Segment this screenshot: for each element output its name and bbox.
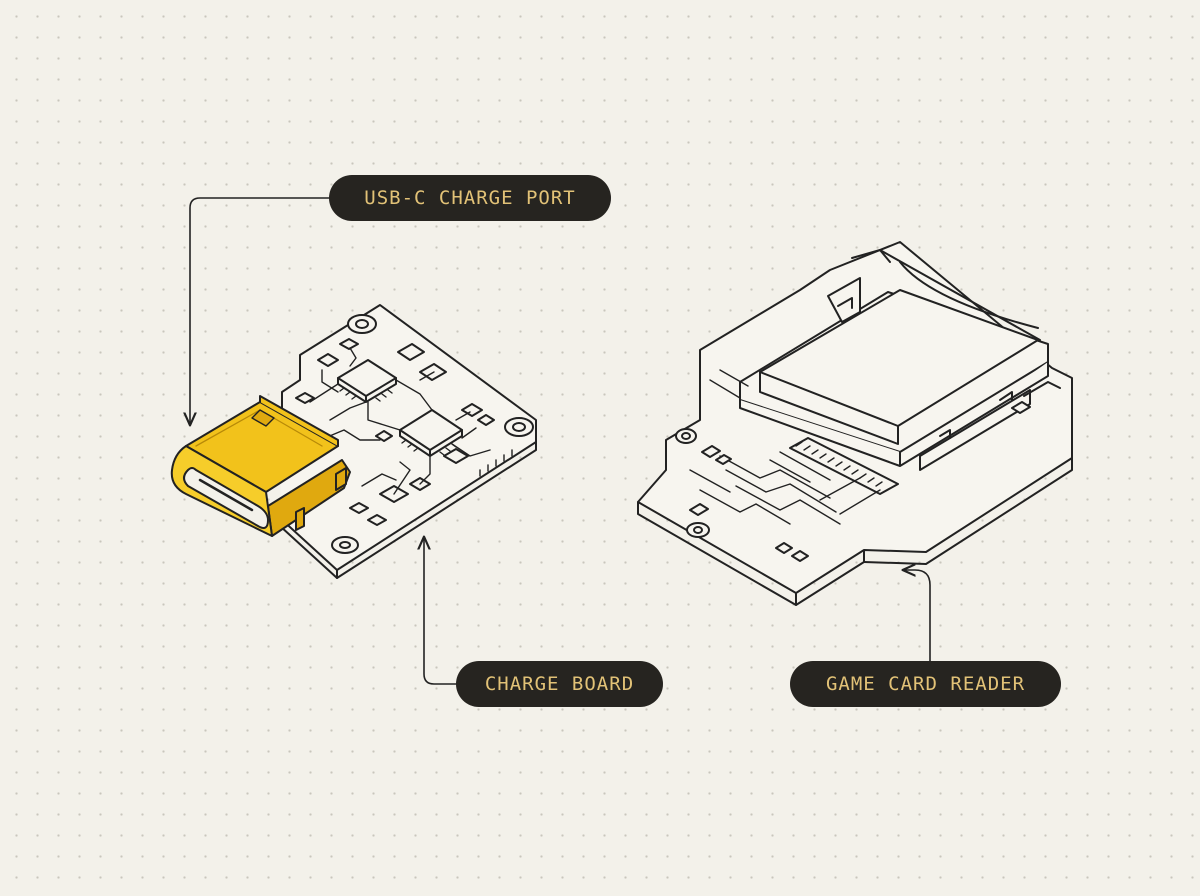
leader-charge-board [424, 538, 457, 685]
usb-c-port [170, 395, 351, 537]
charge-board-label: CHARGE BOARD [456, 661, 663, 707]
leader-usb-port [190, 197, 330, 424]
usb-c-charge-port-label: USB-C CHARGE PORT [329, 175, 611, 221]
leader-lines [190, 197, 931, 685]
leader-card-reader [904, 570, 931, 662]
charge-board [279, 304, 537, 579]
game-card-reader-label: GAME CARD READER [790, 661, 1061, 707]
game-card-reader [637, 241, 1073, 606]
